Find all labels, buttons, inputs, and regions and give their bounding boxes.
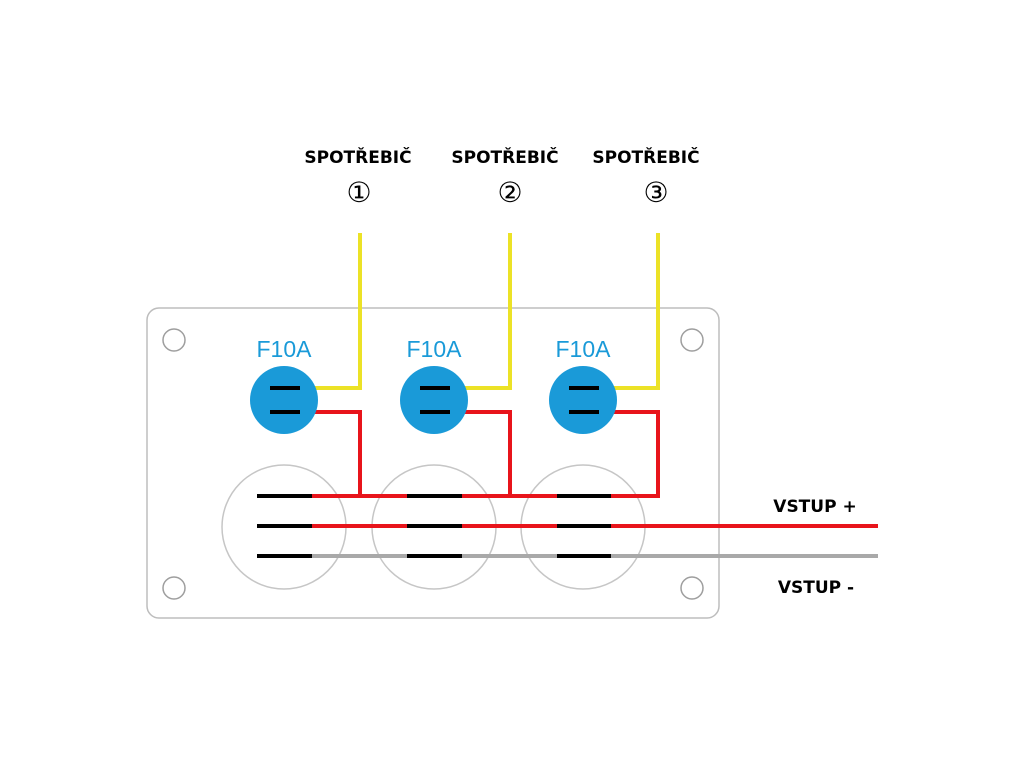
mounting-hole-top-left (162, 328, 186, 352)
consumer-label-3: SPOTŘEBIČ (592, 146, 699, 168)
consumer-label-2: SPOTŘEBIČ (451, 146, 558, 168)
switch-terminals (257, 494, 611, 558)
mounting-hole-bottom-left (162, 576, 186, 600)
input-negative-label: VSTUP - (778, 578, 854, 598)
mounting-hole-bottom-right (680, 576, 704, 600)
fuse-label-1: F10A (257, 336, 313, 362)
fuse-label-3: F10A (556, 336, 612, 362)
fuse-holder-3 (549, 366, 617, 434)
consumer-label-1: SPOTŘEBIČ (304, 146, 411, 168)
input-positive-label: VSTUP + (773, 497, 856, 517)
fuse-terminals (270, 386, 599, 414)
consumer-number-1: ① (346, 176, 371, 209)
positive-wire (300, 410, 878, 528)
fuse-holder-2 (400, 366, 468, 434)
mounting-hole-top-right (680, 328, 704, 352)
fuse-label-2: F10A (407, 336, 463, 362)
consumer-wire (300, 233, 660, 390)
fuse-holder-1 (250, 366, 318, 434)
consumer-number-2: ② (497, 176, 522, 209)
consumer-number-3: ③ (643, 176, 668, 209)
